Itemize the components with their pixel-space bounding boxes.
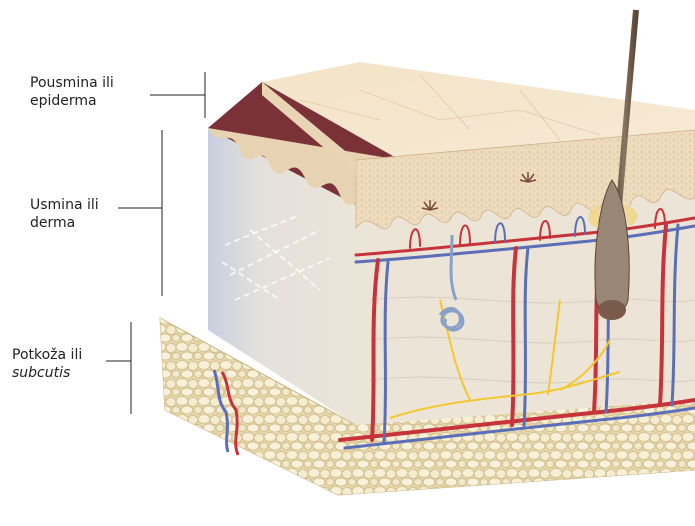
- skin-cross-section-diagram: [0, 0, 695, 526]
